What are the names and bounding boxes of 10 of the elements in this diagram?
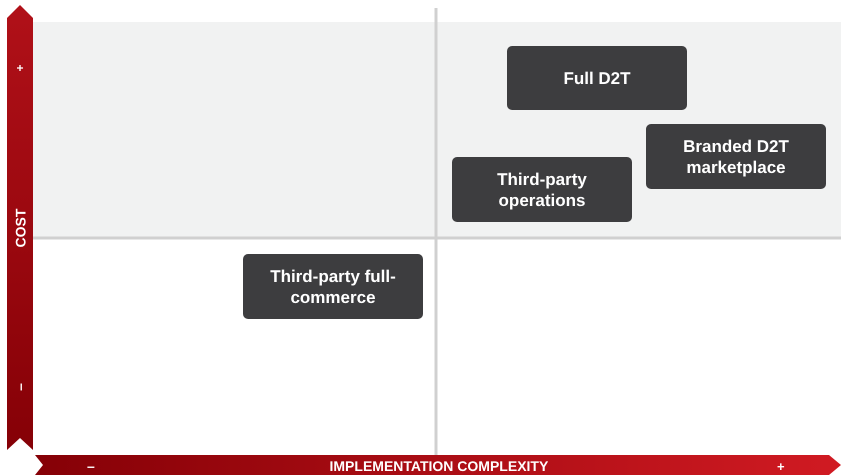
axis-title: COST <box>12 208 28 248</box>
option-box: Third-party full-commerce <box>243 254 423 319</box>
axis-end-sign: – <box>87 458 95 474</box>
axis-end-sign: + <box>777 458 785 474</box>
axis-title: IMPLEMENTATION COMPLEXITY <box>330 458 548 474</box>
axis-end-sign: – <box>12 383 28 391</box>
axis-end-sign: + <box>16 61 24 75</box>
option-box: Branded D2T marketplace <box>646 124 826 189</box>
option-box: Third-party operations <box>452 157 632 222</box>
option-box: Full D2T <box>507 46 687 110</box>
